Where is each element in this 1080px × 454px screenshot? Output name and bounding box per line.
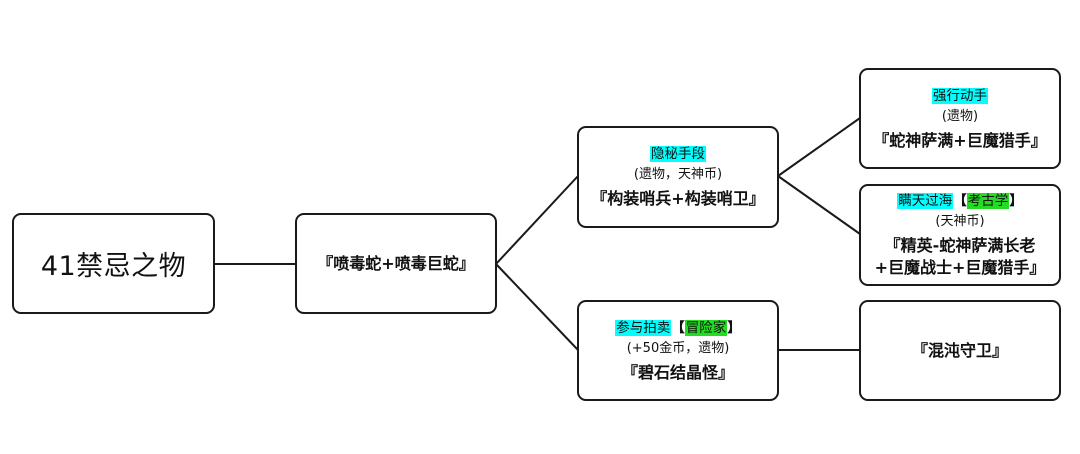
leaf-top-action: 强行动手 <box>932 87 988 104</box>
leaf-top-node: 强行动手 (遗物) 『蛇神萨满+巨魔猎手』 <box>859 68 1061 169</box>
branch-lower-result: 『碧石结晶怪』 <box>621 362 734 382</box>
branch-lower-bracket-close: 】 <box>727 319 741 336</box>
branch-lower-action-line: 参与拍卖【冒险家】 <box>615 318 741 338</box>
branch-lower-bracket-open: 【 <box>671 319 685 336</box>
leaf-bottom-result: 『混沌守卫』 <box>911 340 1008 360</box>
leaf-middle-requirement: 考古学 <box>966 193 1010 209</box>
branch-upper-result: 『构装哨兵+构装哨卫』 <box>591 189 765 208</box>
leaf-middle-bracket-close: 】 <box>1009 193 1023 209</box>
leaf-middle-action: 瞒天过海 <box>897 193 954 209</box>
leaf-middle-action-line: 瞒天过海【考古学】 <box>897 191 1023 211</box>
branch-lower-requirement: 冒险家 <box>684 319 728 336</box>
leaf-middle-result-line2: +巨魔战士+巨魔猎手』 <box>874 258 1046 277</box>
leaf-top-action-line: 强行动手 <box>932 86 988 106</box>
root-label: 41禁忌之物 <box>40 251 187 282</box>
branch-lower-node: 参与拍卖【冒险家】 (+50金币，遗物) 『碧石结晶怪』 <box>577 300 779 401</box>
leaf-middle-node: 瞒天过海【考古学】 (天神币) 『精英-蛇神萨满长老 +巨魔战士+巨魔猎手』 <box>859 184 1061 286</box>
leaf-middle-result-line1: 『精英-蛇神萨满长老 <box>884 236 1036 255</box>
leaf-middle-reward: (天神币) <box>935 214 985 229</box>
branch-upper-action-line: 隐秘手段 <box>650 144 706 164</box>
connector-level1-to-lower <box>495 263 579 351</box>
leaf-middle-bracket-open: 【 <box>953 193 967 209</box>
connector-level1-to-upper <box>495 175 579 265</box>
connector-upper-to-leaf-top <box>777 117 861 177</box>
branch-upper-node: 隐秘手段 (遗物，天神币) 『构装哨兵+构装哨卫』 <box>577 126 779 228</box>
leaf-bottom-node: 『混沌守卫』 <box>859 300 1061 401</box>
branch-lower-action: 参与拍卖 <box>615 319 672 336</box>
branch-lower-reward: (+50金币，遗物) <box>626 340 730 356</box>
leaf-top-reward: (遗物) <box>941 108 979 124</box>
leaf-top-result: 『蛇神萨满+巨魔猎手』 <box>873 130 1047 150</box>
branch-upper-reward: (遗物，天神币) <box>633 167 723 182</box>
root-node: 41禁忌之物 <box>12 213 215 314</box>
connector-upper-to-leaf-middle <box>777 175 861 235</box>
level1-node: 『喷毒蛇+喷毒巨蛇』 <box>295 213 497 314</box>
branch-upper-action: 隐秘手段 <box>650 146 706 162</box>
level1-label: 『喷毒蛇+喷毒巨蛇』 <box>317 253 475 273</box>
